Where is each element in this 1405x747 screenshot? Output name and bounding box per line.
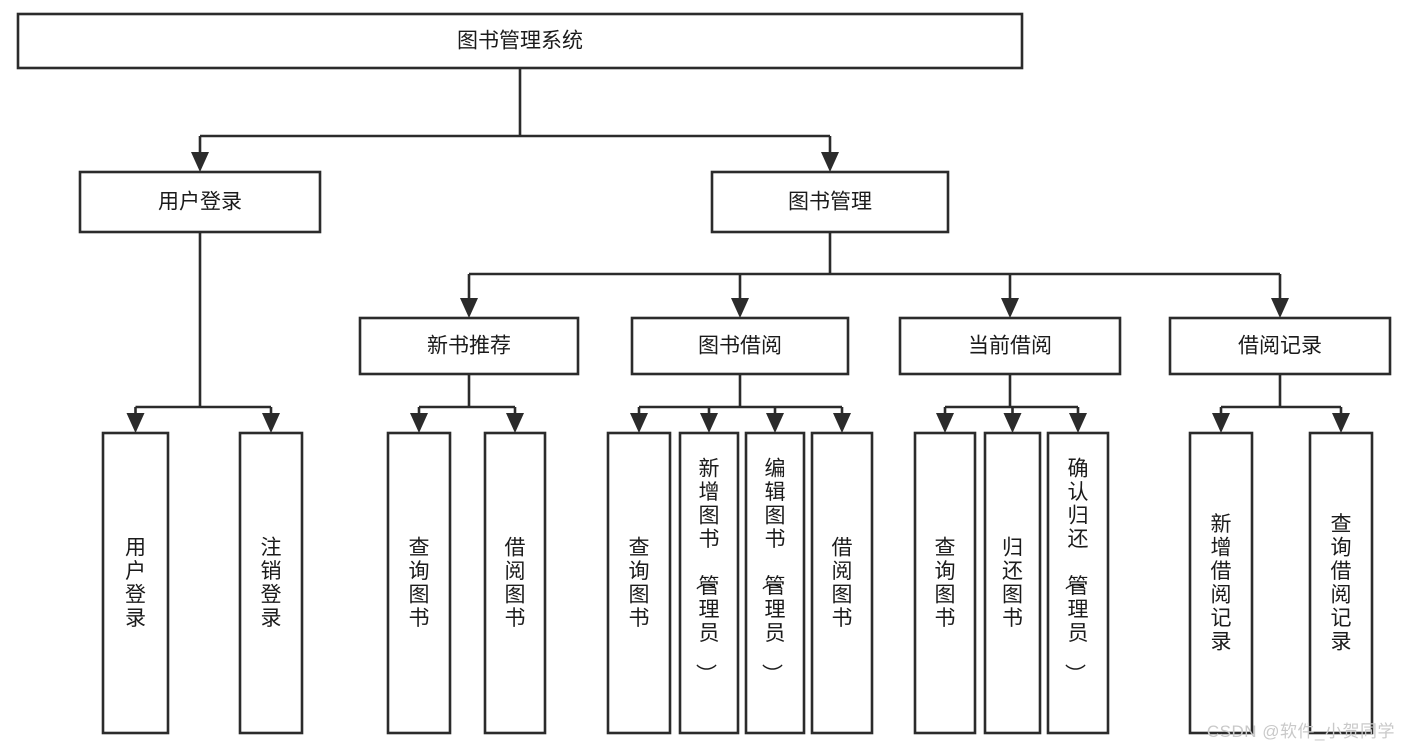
node-box-new-book-recommend[interactable] — [358, 316, 580, 376]
node-new-book-recommend[interactable]: 新书推荐 — [358, 316, 580, 376]
node-leaf-add-book-admin[interactable]: 新增图书（管理员） — [678, 431, 740, 735]
node-label-new-book-recommend: 新书推荐 — [427, 335, 511, 358]
arrow-head-icon — [630, 413, 648, 433]
node-label-leaf-borrow-book-rec: 借阅图书 — [505, 536, 526, 630]
node-leaf-edit-book-admin[interactable]: 编辑图书（管理员） — [744, 431, 806, 735]
node-box-leaf-add-book-admin[interactable] — [678, 431, 740, 735]
node-leaf-query-book-rec[interactable]: 查询图书 — [386, 431, 452, 735]
node-label-leaf-query-book-rec: 查询图书 — [409, 536, 430, 630]
arrow-head-icon — [1003, 413, 1022, 433]
arrow-head-icon — [191, 152, 209, 172]
arrow-head-icon — [1069, 413, 1087, 433]
node-label-leaf-borrow-book: 借阅图书 — [832, 536, 853, 630]
node-label-leaf-return-book: 归还图书 — [1002, 536, 1023, 630]
node-box-borrow-record[interactable] — [1168, 316, 1392, 376]
node-root[interactable]: 图书管理系统 — [16, 12, 1024, 70]
node-leaf-borrow-book[interactable]: 借阅图书 — [810, 431, 874, 735]
node-box-leaf-query-book-cur[interactable] — [913, 431, 977, 735]
arrow-head-icon — [821, 152, 839, 172]
node-label-leaf-query-borrow-record: 查询借阅记录 — [1331, 513, 1352, 654]
node-label-leaf-logout: 注销登录 — [261, 536, 282, 630]
node-label-leaf-add-book-admin: 新增图书（管理员） — [694, 457, 720, 684]
node-leaf-borrow-book-rec[interactable]: 借阅图书 — [483, 431, 547, 735]
node-label-user-login: 用户登录 — [158, 191, 242, 214]
node-label-book-borrow: 图书借阅 — [698, 335, 782, 358]
node-leaf-logout[interactable]: 注销登录 — [238, 431, 304, 735]
node-label-leaf-query-book-borrow: 查询图书 — [629, 536, 650, 630]
arrow-head-icon — [1332, 413, 1350, 433]
node-box-leaf-confirm-return-admin[interactable] — [1046, 431, 1110, 735]
node-label-leaf-edit-book-admin: 编辑图书（管理员） — [760, 457, 786, 684]
node-current-borrow[interactable]: 当前借阅 — [898, 316, 1122, 376]
node-label-leaf-query-book-cur: 查询图书 — [935, 536, 956, 630]
arrow-head-icon — [1271, 298, 1289, 318]
node-box-leaf-edit-book-admin[interactable] — [744, 431, 806, 735]
node-box-book-borrow[interactable] — [630, 316, 850, 376]
node-leaf-query-borrow-record[interactable]: 查询借阅记录 — [1308, 431, 1374, 735]
node-box-current-borrow[interactable] — [898, 316, 1122, 376]
node-leaf-user-login[interactable]: 用户登录 — [101, 431, 170, 735]
node-user-login[interactable]: 用户登录 — [78, 170, 322, 234]
node-label-current-borrow: 当前借阅 — [968, 335, 1052, 358]
node-box-leaf-query-book-rec[interactable] — [386, 431, 452, 735]
node-box-leaf-logout[interactable] — [238, 431, 304, 735]
arrow-head-icon — [410, 413, 428, 433]
node-label-leaf-user-login: 用户登录 — [125, 536, 146, 630]
node-box-leaf-query-book-borrow[interactable] — [606, 431, 672, 735]
node-leaf-query-book-borrow[interactable]: 查询图书 — [606, 431, 672, 735]
node-leaf-query-book-cur[interactable]: 查询图书 — [913, 431, 977, 735]
node-box-leaf-borrow-book[interactable] — [810, 431, 874, 735]
node-box-leaf-add-borrow-record[interactable] — [1188, 431, 1254, 735]
node-label-root: 图书管理系统 — [457, 30, 583, 53]
node-layer: 图书管理系统用户登录图书管理新书推荐图书借阅当前借阅借阅记录用户登录注销登录查询… — [16, 12, 1392, 735]
arrow-head-icon — [731, 298, 749, 318]
node-leaf-return-book[interactable]: 归还图书 — [983, 431, 1042, 735]
node-box-user-login[interactable] — [78, 170, 322, 234]
node-label-leaf-confirm-return-admin: 确认归还（管理员） — [1063, 457, 1089, 684]
arrow-head-icon — [506, 413, 524, 433]
arrow-head-icon — [936, 413, 954, 433]
node-label-leaf-add-borrow-record: 新增借阅记录 — [1211, 513, 1232, 654]
connector-layer — [126, 68, 1350, 433]
node-box-book-manage[interactable] — [710, 170, 950, 234]
node-borrow-record[interactable]: 借阅记录 — [1168, 316, 1392, 376]
arrow-head-icon — [766, 413, 784, 433]
arrow-head-icon — [262, 413, 280, 433]
node-book-manage[interactable]: 图书管理 — [710, 170, 950, 234]
arrow-head-icon — [1001, 298, 1019, 318]
node-book-borrow[interactable]: 图书借阅 — [630, 316, 850, 376]
node-box-root[interactable] — [16, 12, 1024, 70]
node-leaf-add-borrow-record[interactable]: 新增借阅记录 — [1188, 431, 1254, 735]
arrow-head-icon — [833, 413, 851, 433]
node-box-leaf-query-borrow-record[interactable] — [1308, 431, 1374, 735]
arrow-head-icon — [1212, 413, 1230, 433]
arrow-head-icon — [700, 413, 718, 433]
arrow-head-icon — [460, 298, 478, 318]
watermark: CSDN @软件_小贺同学 — [1206, 722, 1395, 741]
node-box-leaf-return-book[interactable] — [983, 431, 1042, 735]
node-box-leaf-user-login[interactable] — [101, 431, 170, 735]
node-leaf-confirm-return-admin[interactable]: 确认归还（管理员） — [1046, 431, 1110, 735]
node-label-borrow-record: 借阅记录 — [1238, 335, 1322, 358]
node-label-book-manage: 图书管理 — [788, 191, 872, 214]
arrow-head-icon — [126, 413, 145, 433]
node-box-leaf-borrow-book-rec[interactable] — [483, 431, 547, 735]
